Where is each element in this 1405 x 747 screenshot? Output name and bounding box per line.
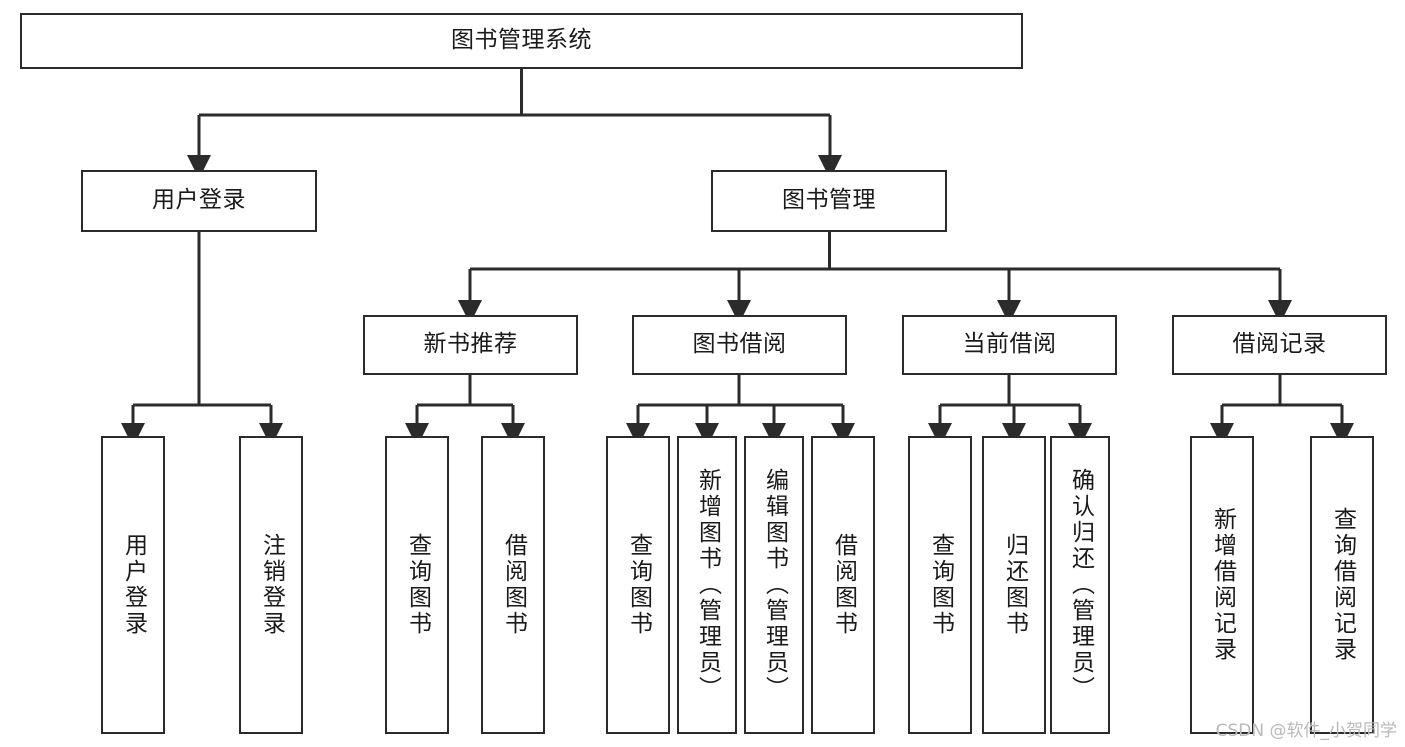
node-leaf-borrow-book-recommendation[interactable]: 借阅图书 (481, 436, 545, 734)
node-leaf-edit-book-admin[interactable]: 编辑图书（管理员） (744, 436, 804, 734)
node-label: 编辑图书（管理员） (761, 468, 788, 702)
node-label: 图书管理系统 (451, 27, 592, 54)
node-label: 用户登录 (152, 187, 246, 214)
node-label: 新书推荐 (423, 331, 518, 358)
node-book-management[interactable]: 图书管理 (711, 170, 947, 232)
node-leaf-confirm-return-admin[interactable]: 确认归还（管理员） (1050, 436, 1110, 734)
node-label: 注销登录 (258, 533, 285, 637)
node-leaf-add-borrowing-record[interactable]: 新增借阅记录 (1190, 436, 1254, 734)
node-leaf-query-book-borrowing[interactable]: 查询图书 (606, 436, 670, 734)
node-leaf-user-login[interactable]: 用户登录 (101, 436, 165, 734)
node-leaf-query-borrowing-record[interactable]: 查询借阅记录 (1310, 436, 1374, 734)
node-leaf-borrow-book-borrowing[interactable]: 借阅图书 (811, 436, 875, 734)
node-borrowing-record[interactable]: 借阅记录 (1172, 315, 1387, 375)
node-label: 新增图书（管理员） (694, 468, 721, 702)
node-current-borrowing[interactable]: 当前借阅 (902, 315, 1117, 375)
node-leaf-query-book-recommendation[interactable]: 查询图书 (385, 436, 449, 734)
node-leaf-query-book-current[interactable]: 查询图书 (908, 436, 972, 734)
node-label: 归还图书 (1001, 533, 1028, 637)
node-label: 借阅图书 (500, 533, 527, 637)
node-label: 查询图书 (927, 533, 954, 637)
node-leaf-return-book[interactable]: 归还图书 (982, 436, 1046, 734)
node-user-login[interactable]: 用户登录 (81, 170, 317, 232)
node-label: 确认归还（管理员） (1067, 468, 1094, 702)
node-label: 图书管理 (782, 187, 876, 214)
node-leaf-add-book-admin[interactable]: 新增图书（管理员） (677, 436, 737, 734)
node-label: 查询图书 (404, 533, 431, 637)
node-label: 用户登录 (120, 533, 147, 637)
node-book-borrowing[interactable]: 图书借阅 (632, 315, 847, 375)
node-new-book-recommendation[interactable]: 新书推荐 (363, 315, 578, 375)
csdn-watermark: CSDN @软件_小贺同学 (1215, 721, 1397, 741)
node-label: 借阅图书 (830, 533, 857, 637)
node-label: 借阅记录 (1232, 331, 1327, 358)
node-label: 新增借阅记录 (1209, 507, 1236, 663)
node-label: 查询借阅记录 (1329, 507, 1356, 663)
node-label: 当前借阅 (962, 331, 1057, 358)
node-root-book-management-system[interactable]: 图书管理系统 (20, 13, 1023, 69)
node-leaf-user-logout[interactable]: 注销登录 (239, 436, 303, 734)
node-label: 查询图书 (625, 533, 652, 637)
node-label: 图书借阅 (692, 331, 787, 358)
